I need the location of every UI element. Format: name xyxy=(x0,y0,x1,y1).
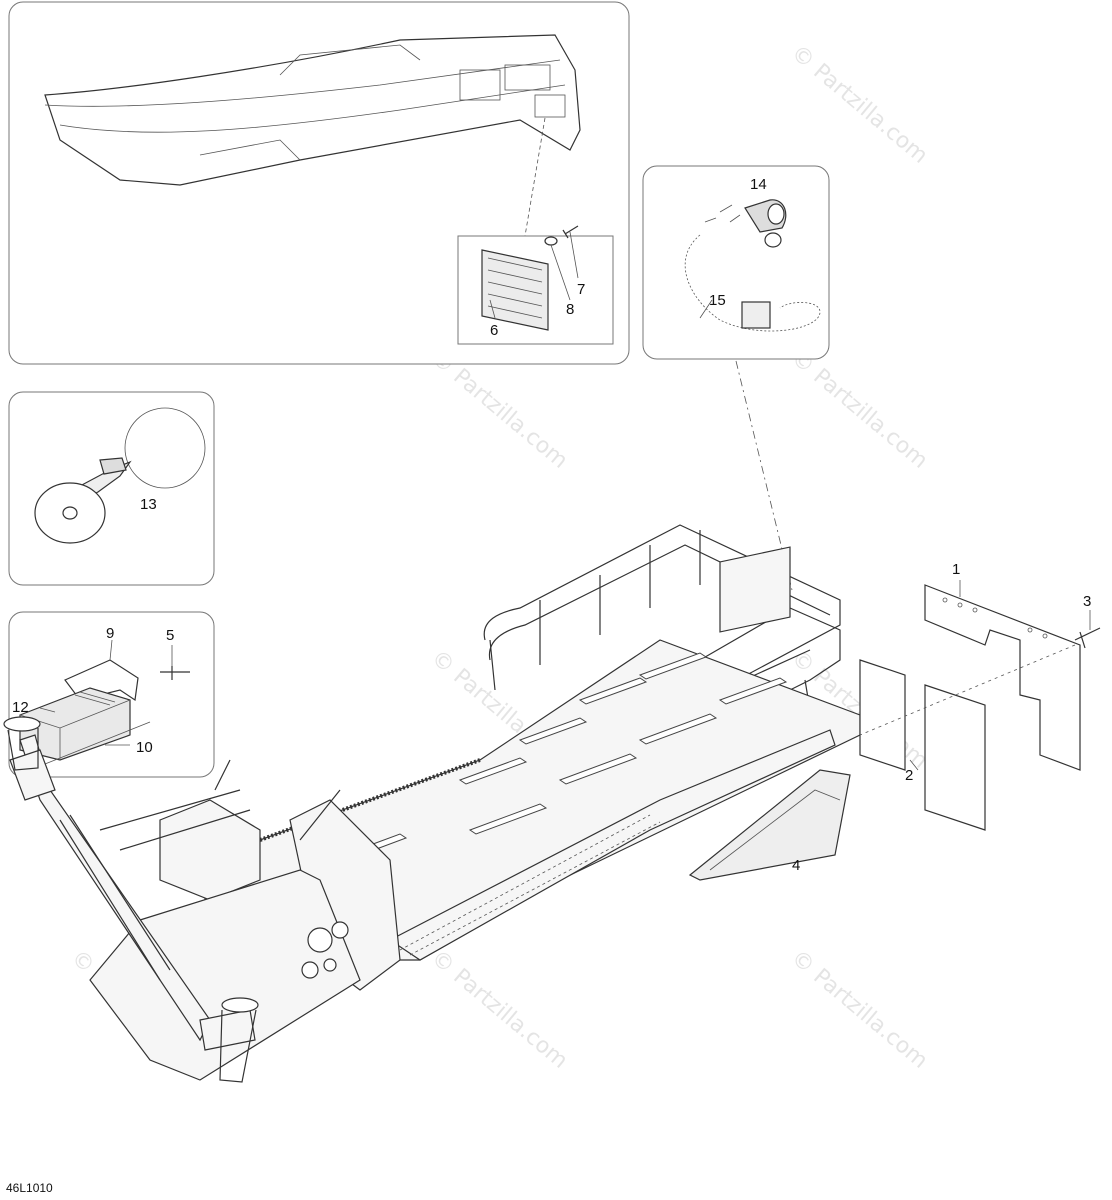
harness-15 xyxy=(684,234,821,332)
callout-8: 8 xyxy=(566,301,574,318)
horn-panel: 13 xyxy=(8,391,215,586)
mudflap-2 xyxy=(859,659,906,771)
mudflap-lower xyxy=(924,684,986,831)
runner-4 xyxy=(688,769,851,881)
mudflap-1 xyxy=(924,584,1081,771)
watermark: © Partzilla.com xyxy=(426,345,572,473)
reflector-6 xyxy=(481,249,549,331)
chassis-frame xyxy=(3,524,861,1083)
rear-bumper-panel: 6 8 7 xyxy=(8,1,630,365)
callout-10: 10 xyxy=(136,739,153,756)
diagram-code: 46L1010 xyxy=(6,1181,53,1195)
cushion-12 xyxy=(19,687,131,761)
callout-7: 7 xyxy=(577,281,585,298)
callout-4: 4 xyxy=(792,857,800,874)
washer-8 xyxy=(544,236,558,246)
watermark: © Partzilla.com xyxy=(426,945,572,1073)
key-switch-panel: 14 15 xyxy=(642,165,830,591)
callout-3: 3 xyxy=(1083,593,1091,610)
callout-15: 15 xyxy=(709,292,726,309)
watermark: © Partzilla.com xyxy=(786,345,932,473)
callout-2: 2 xyxy=(905,767,913,784)
watermark: © Partzilla.com xyxy=(786,945,932,1073)
watermark: © Partzilla.com xyxy=(786,40,932,168)
toolbox-panel: 9 5 12 10 xyxy=(8,611,215,778)
pad-10 xyxy=(29,721,151,771)
callout-9: 9 xyxy=(106,625,114,642)
screw-7 xyxy=(562,225,579,239)
callout-14: 14 xyxy=(750,176,767,193)
mud-flaps: 1 3 2 4 xyxy=(688,561,1101,881)
callout-5: 5 xyxy=(166,627,174,644)
callout-13: 13 xyxy=(140,496,157,513)
callout-12: 12 xyxy=(12,699,29,716)
rivet-5 xyxy=(160,666,190,680)
callout-6: 6 xyxy=(490,322,498,339)
callout-1: 1 xyxy=(952,561,960,578)
rivet-3 xyxy=(1074,627,1101,649)
